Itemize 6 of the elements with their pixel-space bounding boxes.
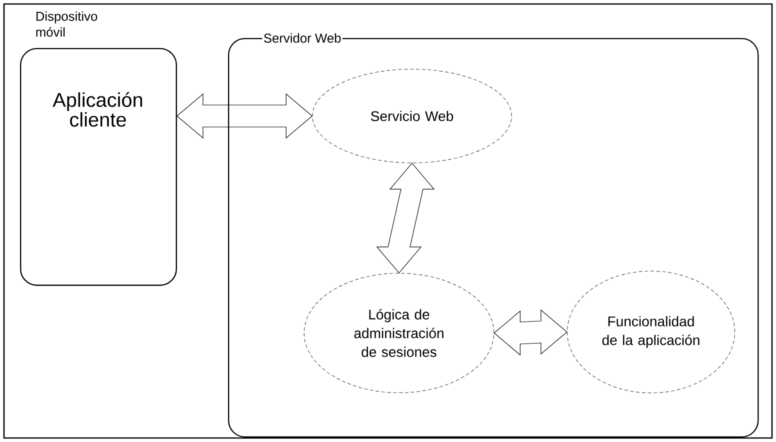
box-heading: Dispositivo móvil <box>34 10 102 38</box>
block-arrow <box>176 93 313 139</box>
block-arrow <box>494 309 568 356</box>
block-arrow <box>376 162 435 274</box>
box-text: Aplicación cliente <box>52 92 142 127</box>
box-heading: Servidor Web <box>262 32 342 44</box>
